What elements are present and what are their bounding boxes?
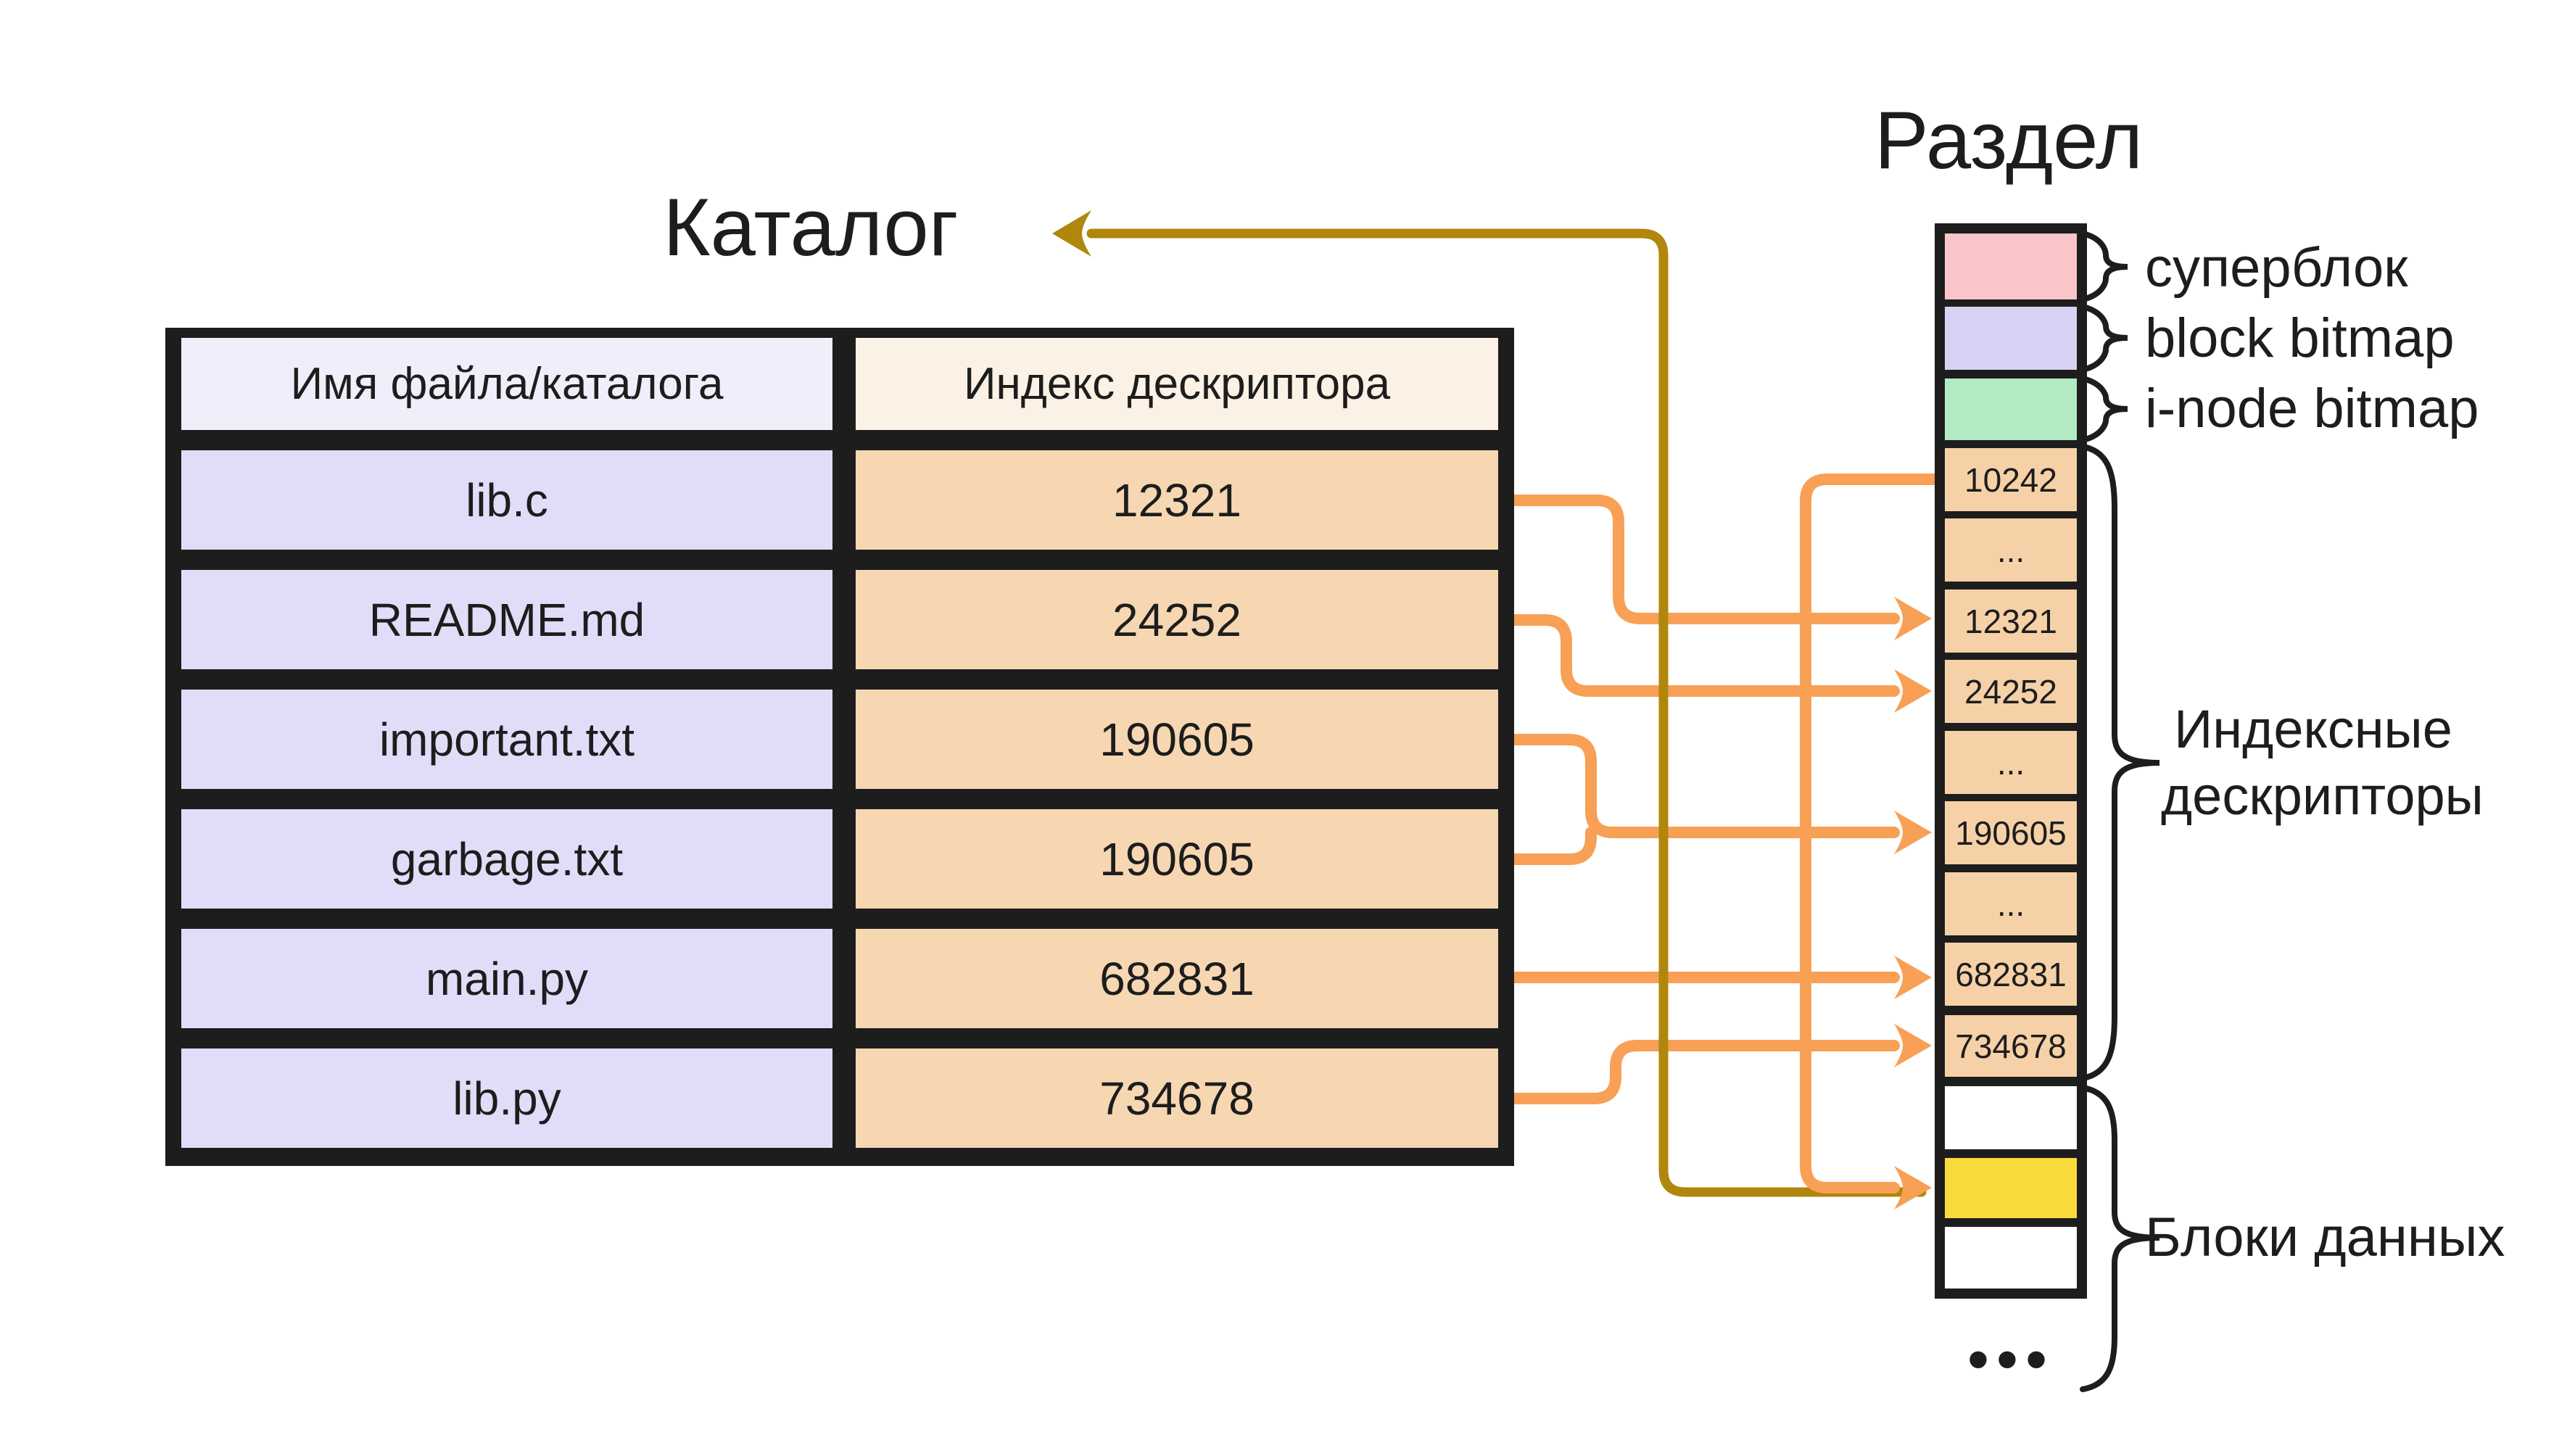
more-blocks-ellipsis: ••• (1967, 1324, 2055, 1394)
arrow-datablock-to-directory (1052, 210, 1927, 1197)
descriptor-block: 10242 (1945, 448, 2077, 511)
brace-data-blocks (2080, 1085, 2160, 1392)
descriptor-block: 24252 (1945, 660, 2077, 723)
data-block (1945, 1086, 2077, 1149)
table-row-name: main.py (181, 929, 832, 1028)
directory-title: Каталог (663, 182, 959, 273)
inode-bitmap-block (1945, 379, 2077, 440)
arrow-readme-to-24252 (1503, 614, 1932, 713)
descriptors-label: Индексные дескрипторы (2161, 696, 2484, 830)
table-row-name: important.txt (181, 690, 832, 789)
superblock-block (1945, 233, 2077, 299)
arrow-libc-to-12321 (1503, 495, 1932, 640)
table-row-inode: 24252 (856, 570, 1498, 669)
arrow-libpy-to-734678 (1503, 1024, 1932, 1104)
table-row-inode: 12321 (856, 450, 1498, 550)
brace-superblock (2080, 231, 2128, 302)
table-row-inode: 682831 (856, 929, 1498, 1028)
inode-bitmap-label: i-node bitmap (2145, 378, 2479, 439)
arrow-important-to-190605 (1503, 734, 1932, 854)
descriptor-block: 734678 (1945, 1015, 2077, 1077)
descriptor-block: 190605 (1945, 801, 2077, 864)
descriptor-block: ... (1945, 518, 2077, 582)
brace-block-bitmap (2080, 304, 2128, 373)
table-row-inode: 734678 (856, 1048, 1498, 1148)
data-block (1945, 1227, 2077, 1289)
table-row-name: README.md (181, 570, 832, 669)
data-block-directory (1945, 1158, 2077, 1218)
descriptor-block: 12321 (1945, 590, 2077, 653)
superblock-label: суперблок (2145, 237, 2408, 299)
descriptors-label-line2: дескрипторы (2161, 766, 2484, 826)
arrow-garbage-merge (1503, 827, 1597, 865)
table-row-name: garbage.txt (181, 809, 832, 909)
directory-table: Имя файла/каталога Индекс дескриптора li… (165, 328, 1514, 1166)
descriptor-block: ... (1945, 731, 2077, 794)
descriptors-label-line1: Индексные (2174, 699, 2452, 759)
table-row-name: lib.c (181, 450, 832, 550)
table-row-inode: 190605 (856, 809, 1498, 909)
table-header-name: Имя файла/каталога (181, 338, 832, 430)
descriptor-block: ... (1945, 872, 2077, 935)
table-header-inode: Индекс дескриптора (856, 338, 1498, 430)
block-bitmap-label: block bitmap (2145, 307, 2455, 369)
table-row-inode: 190605 (856, 690, 1498, 789)
arrow-10242-to-datablock (1800, 473, 1943, 1209)
partition-title: Раздел (1874, 95, 2144, 186)
descriptor-block: 682831 (1945, 943, 2077, 1006)
table-row-name: lib.py (181, 1048, 832, 1148)
partition-column: 10242 ... 12321 24252 ... 190605 ... 682… (1935, 223, 2087, 1299)
brace-descriptors (2080, 444, 2160, 1081)
brace-inode-bitmap (2080, 376, 2128, 443)
block-bitmap-block (1945, 307, 2077, 370)
data-blocks-label: Блоки данных (2145, 1207, 2505, 1268)
